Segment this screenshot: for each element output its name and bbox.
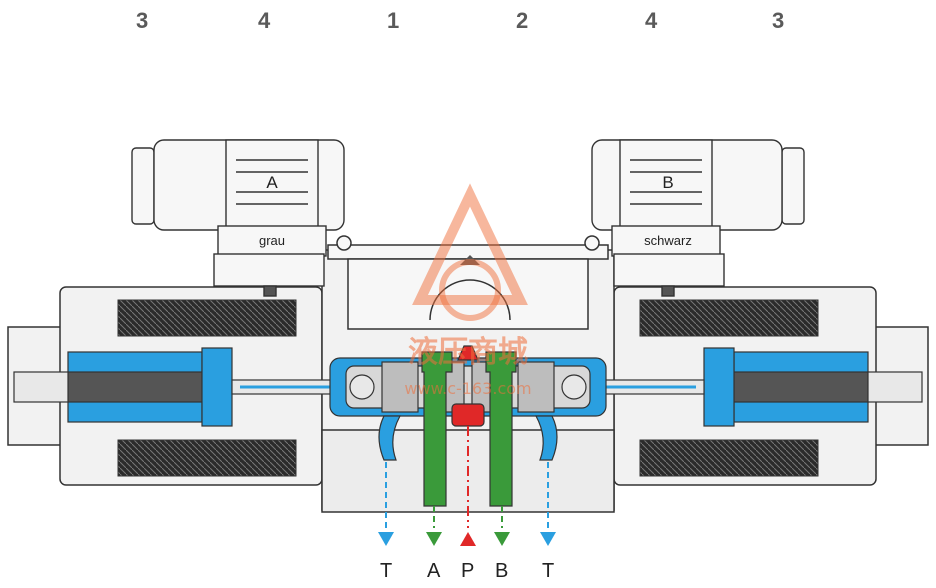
left-armature (13, 347, 333, 427)
work-channels (421, 351, 517, 507)
solenoid-b-label: schwarz (644, 233, 692, 248)
solenoid-plug-b: B schwarz (591, 139, 805, 297)
label-number-3-left: 3 (136, 8, 149, 33)
watermark-url: www.c-163.com (404, 379, 531, 398)
right-armature (603, 347, 923, 427)
solenoid-plug-a: A grau (131, 139, 345, 297)
port-lines (385, 426, 549, 528)
port-arrow-b (494, 532, 510, 546)
port-arrow-a (426, 532, 442, 546)
label-number-1: 1 (387, 8, 400, 33)
port-arrow-t-right (540, 532, 556, 546)
port-label-t-right: T (542, 560, 555, 582)
label-number-4-left: 4 (258, 8, 271, 33)
port-arrow-p (460, 532, 476, 546)
solenoid-a-letter: A (266, 173, 278, 192)
port-label-t-left: T (380, 560, 393, 582)
watermark-logo: 液压商城 www.c-163.com (404, 183, 532, 398)
port-arrow-t-left (378, 532, 394, 546)
port-arrows (378, 532, 556, 546)
port-label-b: B (495, 560, 509, 582)
watermark-text: 液压商城 (408, 335, 528, 370)
port-label-a: A (427, 560, 441, 582)
label-number-3-right: 3 (772, 8, 785, 33)
port-label-p: P (461, 560, 475, 582)
tank-channels (378, 415, 558, 461)
solenoid-a-label: grau (259, 233, 285, 248)
label-number-2: 2 (516, 8, 529, 33)
coil-windings (117, 299, 819, 477)
label-number-4-right: 4 (645, 8, 658, 33)
solenoid-b-letter: B (662, 173, 673, 192)
